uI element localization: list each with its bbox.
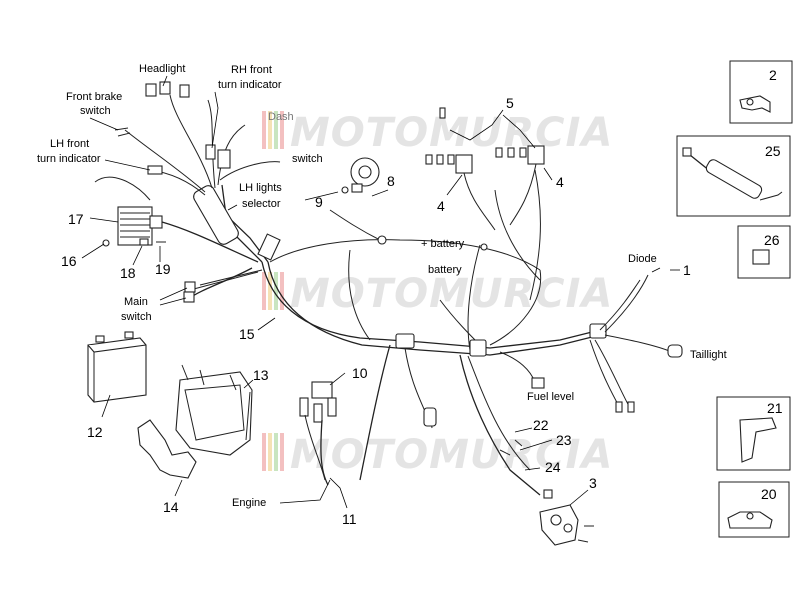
callout-16: 16 [61, 253, 77, 269]
callout-5: 5 [506, 95, 514, 111]
main-harness [94, 81, 683, 496]
leader-lines [81, 75, 680, 509]
label-lh-front-turn-indicator: LH front [50, 138, 89, 150]
callout-3: 3 [589, 475, 597, 491]
watermark-bottom: MOTOMURCIA [262, 432, 613, 478]
label-rh-front-turn-indicator: RH front [231, 64, 272, 76]
battery-cable [329, 209, 381, 241]
text-labels: Headlight RH front turn indicator Front … [37, 63, 727, 509]
callout-4-right: 4 [556, 174, 564, 190]
callout-1: 1 [683, 262, 691, 278]
callout-18: 18 [120, 265, 136, 281]
part-box-25 [676, 135, 791, 217]
label-lh-lights-selector-2: selector [242, 198, 281, 210]
control-unit-3 [499, 439, 594, 546]
label-battery: battery [428, 264, 462, 276]
engine-harness-11 [304, 414, 329, 486]
label-rh-front-turn-indicator-2: turn indicator [218, 79, 282, 91]
callout-9: 9 [315, 194, 323, 210]
callout-19: 19 [155, 261, 171, 277]
battery-12 [87, 331, 147, 403]
callout-23: 23 [556, 432, 572, 448]
label-fuel-level: Fuel level [527, 391, 574, 403]
label-engine: Engine [232, 497, 266, 509]
horn [341, 157, 380, 194]
label-front-brake-switch-2: switch [80, 105, 111, 117]
label-lh-front-turn-indicator-2: turn indicator [37, 153, 101, 165]
screw-16 [102, 239, 110, 247]
battery-tray-13 [175, 364, 253, 456]
callout-20: 20 [761, 486, 777, 502]
label-main-switch: Main [124, 296, 148, 308]
label-diode: Diode [628, 253, 657, 265]
callout-17: 17 [68, 211, 84, 227]
label-lh-lights-selector: LH lights [239, 182, 282, 194]
watermark-text: MOTOMURCIA [290, 271, 613, 317]
callout-24: 24 [545, 459, 561, 475]
callout-11: 11 [342, 511, 357, 527]
relay-10 [299, 381, 337, 423]
label-main-switch-2: switch [121, 311, 152, 323]
part-box-21 [716, 396, 791, 471]
callout-25: 25 [765, 143, 781, 159]
callout-12: 12 [87, 424, 103, 440]
callout-8: 8 [387, 173, 395, 189]
bracket-14 [137, 419, 197, 479]
part-box-26 [737, 225, 791, 279]
watermark-text: MOTOMURCIA [290, 110, 613, 156]
callout-2: 2 [769, 67, 777, 83]
watermark-middle: MOTOMURCIA [262, 271, 613, 317]
label-front-brake-switch: Front brake [66, 91, 122, 103]
callout-13: 13 [253, 367, 269, 383]
callout-21: 21 [767, 400, 783, 416]
callout-4-left: 4 [437, 198, 445, 214]
callout-15: 15 [239, 326, 255, 342]
callout-numbers: 1 2 3 4 4 5 9 8 10 11 12 13 14 15 16 17 … [61, 67, 783, 527]
watermark-top: MOTOMURCIA [262, 110, 613, 156]
label-headlight: Headlight [139, 63, 185, 75]
callout-10: 10 [352, 365, 368, 381]
callout-26: 26 [764, 232, 780, 248]
spacer-18 [139, 238, 149, 246]
label-battery-plus: + battery [421, 238, 465, 250]
label-switch: switch [292, 153, 323, 165]
part-box-20 [718, 481, 790, 538]
part-box-2 [729, 60, 793, 124]
callout-22: 22 [533, 417, 549, 433]
watermark-text: MOTOMURCIA [290, 432, 613, 478]
label-dash: Dash [268, 111, 294, 123]
label-taillight: Taillight [690, 349, 727, 361]
fuse-relay-group [425, 107, 545, 231]
callout-14: 14 [163, 499, 179, 515]
